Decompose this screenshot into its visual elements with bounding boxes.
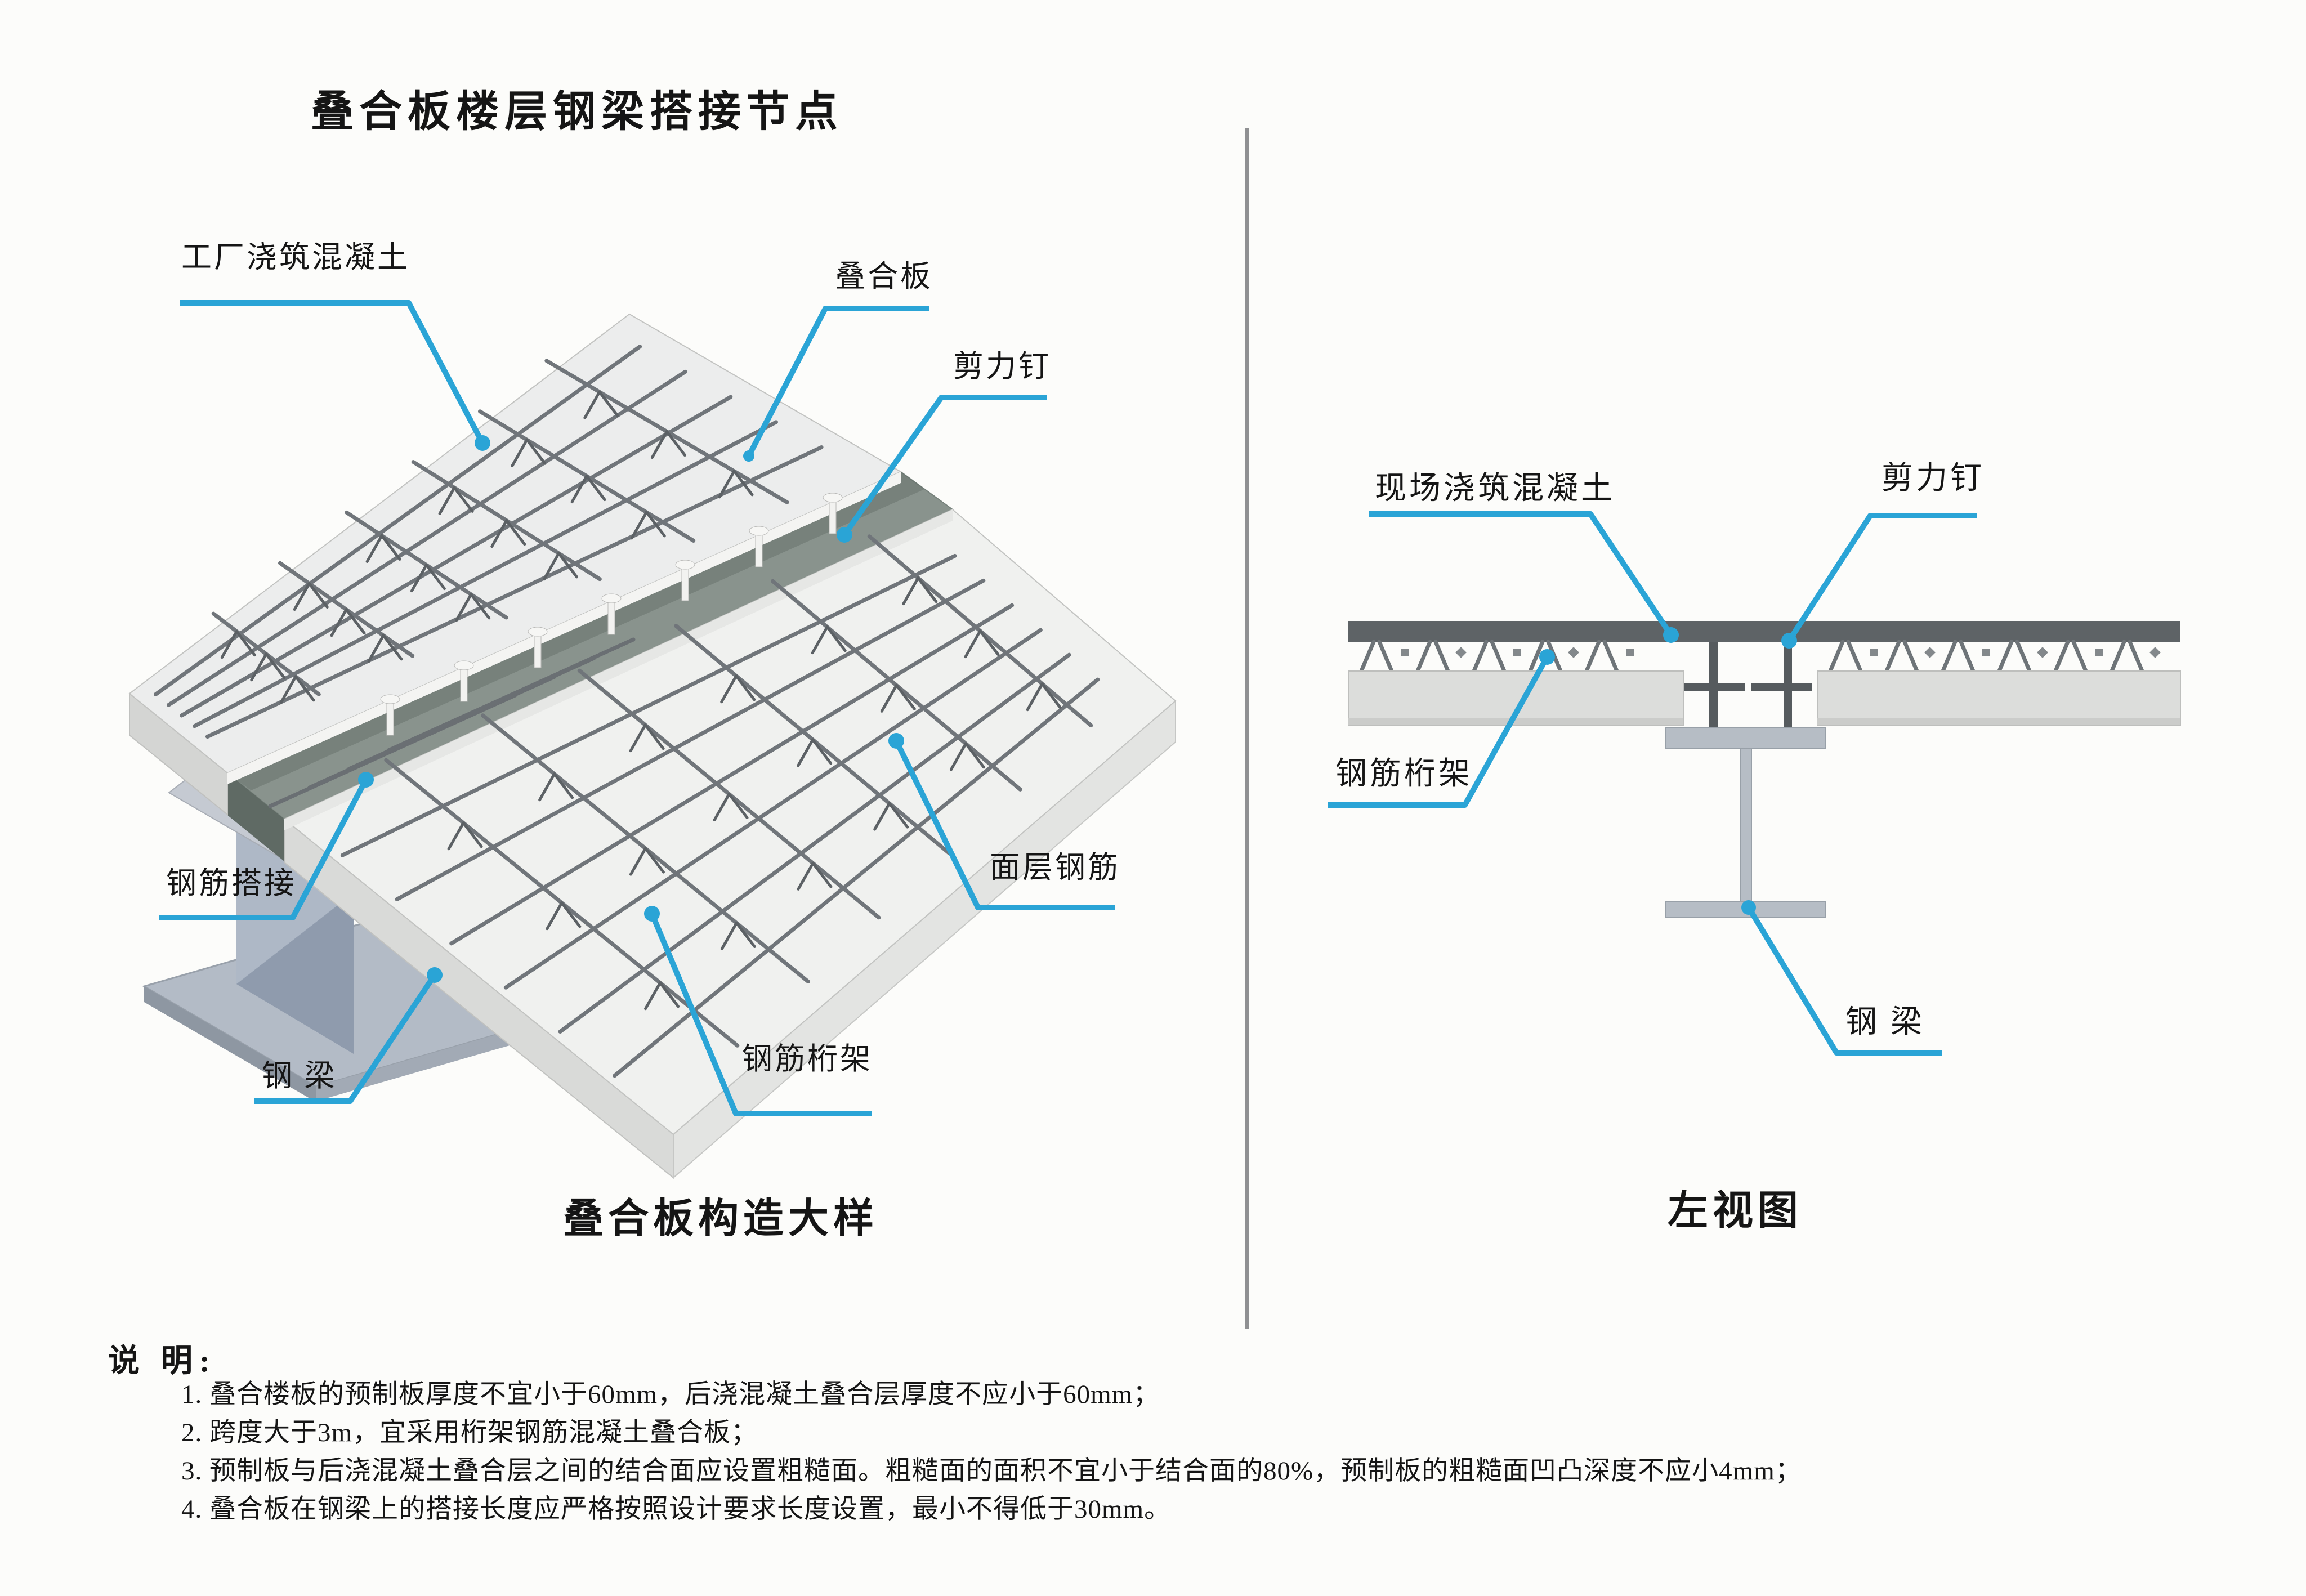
label-factory-concrete: 工厂浇筑混凝土	[181, 240, 410, 274]
shear-studs-3d	[380, 493, 843, 736]
label-rebar-truss-left: 钢筋桁架	[742, 1042, 873, 1076]
rebar-mesh-slab-a	[154, 345, 824, 739]
note-item-4: 4. 叠合板在钢梁上的搭接长度应严格按照设计要求长度设置，最小不得低于30mm。	[181, 1495, 1172, 1524]
label-rebar-lap: 钢筋搭接	[166, 866, 297, 900]
leader-dots	[358, 435, 1797, 983]
leader-factory-concrete	[180, 300, 485, 445]
label-shear-stud-left: 剪力钉	[953, 350, 1051, 383]
leader-steel-beam-left	[254, 973, 437, 1104]
caption-section-view: 左视图	[1668, 1188, 1803, 1233]
label-surface-rebar: 面层钢筋	[990, 851, 1120, 884]
leader-rebar-truss-right	[1328, 655, 1550, 808]
sheet-title: 叠合板楼层钢梁搭接节点	[311, 88, 843, 136]
section-view	[1348, 621, 2181, 918]
leader-lines	[159, 300, 1977, 1116]
caption-left-view3d: 叠合板构造大样	[563, 1196, 879, 1241]
label-rebar-truss-right: 钢筋桁架	[1335, 757, 1473, 792]
label-composite-slab: 叠合板	[835, 260, 933, 293]
leader-steel-beam-right	[1746, 906, 1942, 1056]
label-steel-beam-left: 钢 梁	[262, 1059, 337, 1093]
leader-surface-rebar	[893, 739, 1115, 910]
label-shear-stud-right: 剪力钉	[1882, 461, 1985, 496]
leader-composite-slab	[746, 306, 929, 458]
lap-bar-2d	[1684, 683, 1745, 691]
note-item-3: 3. 预制板与后浇混凝土叠合层之间的结合面应设置粗糙面。粗糙面的面积不宜小于结合…	[181, 1456, 1802, 1486]
label-steel-beam-right: 钢 梁	[1845, 1005, 1925, 1040]
precast-slab-b	[283, 508, 1177, 1179]
notes-heading: 说 明:	[108, 1344, 217, 1379]
rebar-lap-bars	[268, 637, 636, 808]
note-item-1: 1. 叠合楼板的预制板厚度不宜小于60mm，后浇混凝土叠合层厚度不应小于60mm…	[181, 1380, 1160, 1409]
precast-slabs-2d	[1348, 670, 2181, 726]
truss-webs-2d	[1359, 640, 2161, 673]
leader-rebar-truss-left	[649, 913, 872, 1116]
steel-beam-2d	[1665, 727, 1826, 918]
leader-shear-stud-left	[842, 395, 1047, 537]
lap-bar-2d	[1751, 683, 1812, 691]
joint-strip	[226, 471, 954, 861]
leader-shear-stud-right	[1786, 513, 1977, 642]
joint-gap-2d	[1684, 642, 1812, 729]
note-item-2: 2. 跨度大于3m，宜采用桁架钢筋混凝土叠合板；	[181, 1418, 758, 1447]
rebar-mesh-slab-b	[340, 534, 1100, 1078]
label-site-concrete: 现场浇筑混凝土	[1375, 471, 1615, 506]
leader-rebar-lap	[159, 778, 369, 920]
leader-site-concrete	[1369, 511, 1674, 637]
isometric-view	[128, 313, 1177, 1179]
divider-line	[1245, 128, 1249, 1329]
topping-layer	[1348, 621, 2180, 642]
